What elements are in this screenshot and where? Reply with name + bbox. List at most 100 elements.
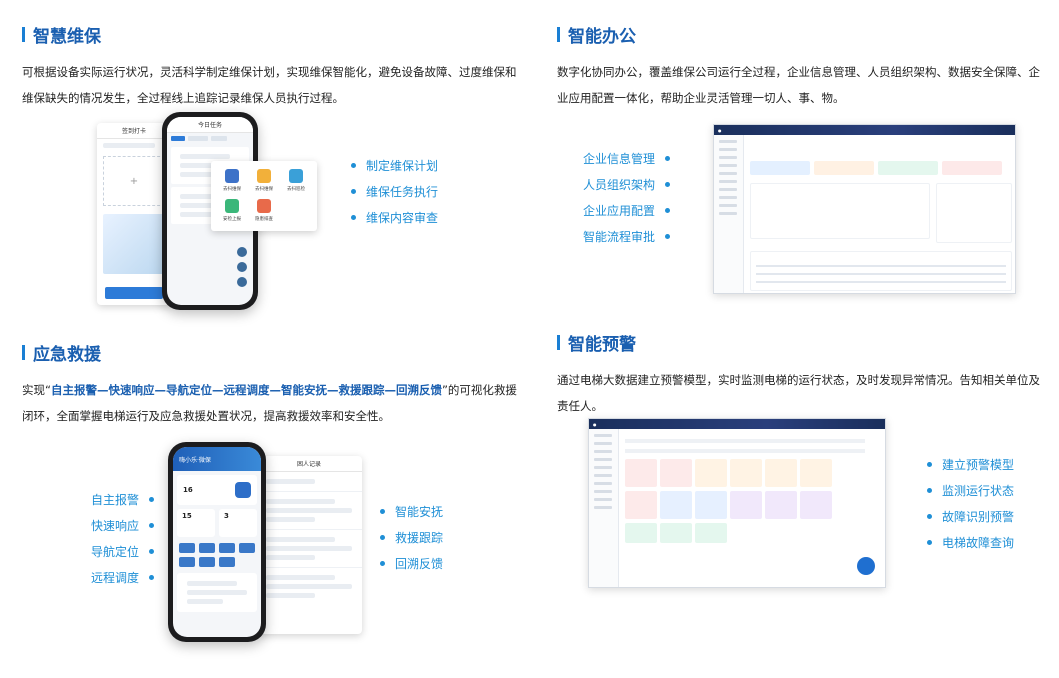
feature-item: 维保任务执行 (351, 178, 438, 204)
alert-card[interactable] (765, 459, 797, 487)
overview-panel (750, 183, 930, 239)
alert-card[interactable] (660, 491, 692, 519)
alarm-icon (235, 482, 251, 498)
float-action-icon[interactable] (237, 247, 247, 257)
feature-item: 维保内容审查 (351, 204, 438, 230)
menu-icon[interactable] (239, 543, 255, 553)
popup-item[interactable]: 安检上报 (219, 199, 245, 223)
alert-card[interactable] (625, 491, 657, 519)
alarm-count: 16 (183, 486, 193, 494)
bullet-icon (380, 508, 385, 514)
alert-card[interactable] (625, 459, 657, 487)
bullet-icon (927, 513, 932, 519)
menu-icon[interactable] (219, 543, 235, 553)
rescue-features-right: 智能安抚 救援跟踪 回溯反馈 (380, 498, 443, 576)
report-icon (225, 199, 239, 213)
stat-card[interactable] (942, 161, 1002, 175)
rescue-title-text: 应急救援 (33, 345, 101, 365)
feature-item: 救援跟踪 (380, 524, 443, 550)
bullet-icon (351, 214, 356, 220)
feature-item: 故障识别预警 (927, 503, 1014, 529)
stats-table (750, 251, 1012, 291)
tab-item[interactable] (188, 136, 208, 141)
warning-features: 建立预警模型 监测运行状态 故障识别预警 电梯故障查询 (927, 451, 1014, 555)
alert-card[interactable] (660, 459, 692, 487)
maintenance-title-text: 智慧维保 (33, 27, 101, 47)
float-action-icon[interactable] (237, 262, 247, 272)
bullet-icon (665, 155, 670, 161)
warning-dashboard: ● (588, 418, 886, 588)
alert-card[interactable] (695, 523, 727, 543)
menu-icon[interactable] (199, 557, 215, 567)
bullet-icon (927, 461, 932, 467)
feature-item: 监测运行状态 (927, 477, 1014, 503)
rescue-features-left: 自主报警 快速响应 导航定位 远程调度 (60, 486, 154, 590)
feature-item: 企业信息管理 (560, 145, 670, 171)
maintenance-title: 智慧维保 (22, 22, 522, 47)
help-fab-icon[interactable] (857, 557, 875, 575)
alarm-card[interactable]: 16 (177, 475, 257, 505)
stat-card[interactable] (878, 161, 938, 175)
alert-card[interactable] (625, 523, 657, 543)
bullet-icon (927, 539, 932, 545)
alert-card[interactable] (660, 523, 692, 543)
feature-item: 快速响应 (60, 512, 154, 538)
maintenance-section: 智慧维保 可根据设备实际运行状况，灵活科学制定维保计划，实现维保智能化，避免设备… (22, 22, 522, 111)
feature-item: 建立预警模型 (927, 451, 1014, 477)
rescue-desc: 实现“自主报警—快速响应—导航定位—远程调度—智能安抚—救援跟踪—回溯反馈”的可… (22, 383, 517, 423)
scan-icon (257, 169, 271, 183)
checkin-screen: 签到打卡 + (97, 123, 171, 305)
alert-card[interactable] (765, 491, 797, 519)
checkin-button[interactable] (105, 287, 163, 299)
warning-title-text: 智能预警 (568, 335, 636, 355)
today-task-title: 今日任务 (167, 117, 253, 133)
bullet-icon (927, 487, 932, 493)
add-photo-icon[interactable]: + (103, 156, 165, 206)
trapped-record-screen: 困人记录 (256, 456, 362, 634)
warning-desc: 通过电梯大数据建立预警模型，实时监测电梯的运行状态，及时发现异常情况。告知相关单… (557, 373, 1040, 413)
tab-active[interactable] (171, 136, 185, 141)
rescue-desc-highlight: 自主报警—快速响应—导航定位—远程调度—智能安抚—救援跟踪—回溯反馈 (50, 383, 442, 397)
popup-item[interactable]: 隐患排查 (251, 199, 277, 223)
scan-icon (225, 169, 239, 183)
feature-item: 人员组织架构 (560, 171, 670, 197)
title-bar (557, 27, 560, 42)
menu-icon[interactable] (199, 543, 215, 553)
photo-thumbnail (103, 214, 165, 274)
app-logo: ● (593, 421, 597, 427)
menu-icon[interactable] (179, 557, 195, 567)
tab-item[interactable] (211, 136, 227, 141)
alert-card[interactable] (800, 491, 832, 519)
float-action-icon[interactable] (237, 277, 247, 287)
stat-card[interactable] (814, 161, 874, 175)
bullet-icon (149, 548, 154, 554)
pending-card[interactable]: 15 (177, 509, 215, 537)
feature-item: 智能安抚 (380, 498, 443, 524)
alert-card[interactable] (730, 491, 762, 519)
bullet-icon (351, 188, 356, 194)
alert-card[interactable] (695, 459, 727, 487)
bullet-icon (149, 574, 154, 580)
hazard-icon (257, 199, 271, 213)
stat-card[interactable] (750, 161, 810, 175)
menu-icon[interactable] (219, 557, 235, 567)
trapped-record-title: 困人记录 (256, 456, 362, 472)
menu-icon[interactable] (179, 543, 195, 553)
bullet-icon (665, 233, 670, 239)
maintenance-features: 制定维保计划 维保任务执行 维保内容审查 (351, 152, 438, 230)
feature-item: 导航定位 (60, 538, 154, 564)
trapped-card[interactable]: 3 (219, 509, 257, 537)
popup-item[interactable]: 去扫维保 (251, 169, 277, 193)
popup-item[interactable]: 去扫巡检 (283, 169, 309, 193)
alert-card[interactable] (730, 459, 762, 487)
title-bar (22, 345, 25, 360)
alert-card[interactable] (800, 459, 832, 487)
popup-item[interactable]: 去扫维保 (219, 169, 245, 193)
alert-card[interactable] (695, 491, 727, 519)
notice-panel (936, 183, 1012, 243)
bullet-icon (149, 496, 154, 502)
feature-item: 自主报警 (60, 486, 154, 512)
rescue-section: 应急救援 实现“自主报警—快速响应—导航定位—远程调度—智能安抚—救援跟踪—回溯… (22, 340, 522, 429)
bullet-icon (149, 522, 154, 528)
office-desc: 数字化协同办公，覆盖维保公司运行全过程，企业信息管理、人员组织架构、数据安全保障… (557, 65, 1040, 105)
